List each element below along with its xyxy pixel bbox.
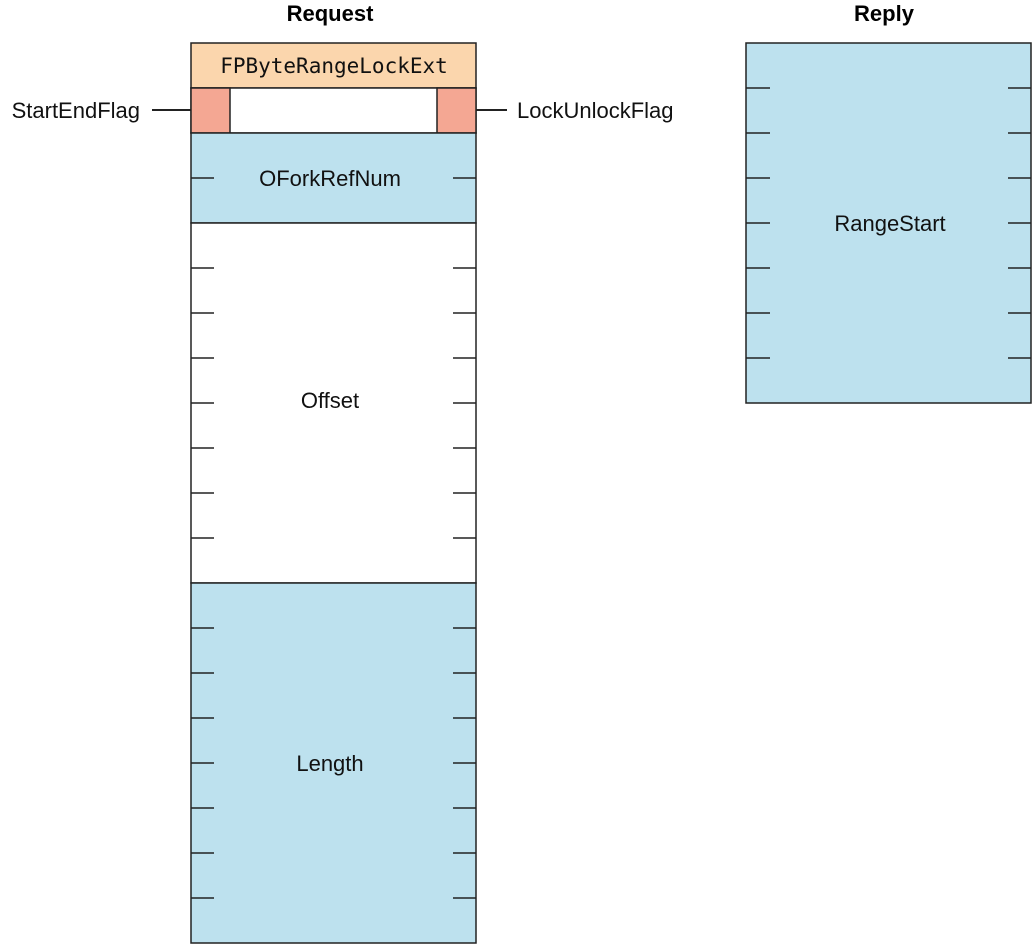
length-byte-ticks [191,627,476,899]
offset-label: Offset [301,388,359,413]
length-label: Length [296,751,363,776]
offset-byte-ticks [191,267,476,539]
fork-ref-label: OForkRefNum [259,166,401,191]
lock-unlock-flag-label: LockUnlockFlag [517,98,674,123]
range-start-byte-ticks [746,87,1031,359]
range-start-field: RangeStart [745,42,1032,404]
command-field: FPByteRangeLockExt [190,42,477,89]
offset-field: Offset [190,222,477,584]
reply-heading: Reply [854,1,915,26]
fork-ref-field: OForkRefNum [190,132,477,224]
lock-unlock-flag-bit [436,87,477,134]
range-start-label: RangeStart [834,211,945,236]
length-field: Length [190,582,477,944]
start-end-flag-bit [190,87,231,134]
command-name: FPByteRangeLockExt [220,54,448,78]
flags-field [190,87,477,134]
start-end-flag-label: StartEndFlag [12,98,140,123]
request-heading: Request [287,1,374,26]
